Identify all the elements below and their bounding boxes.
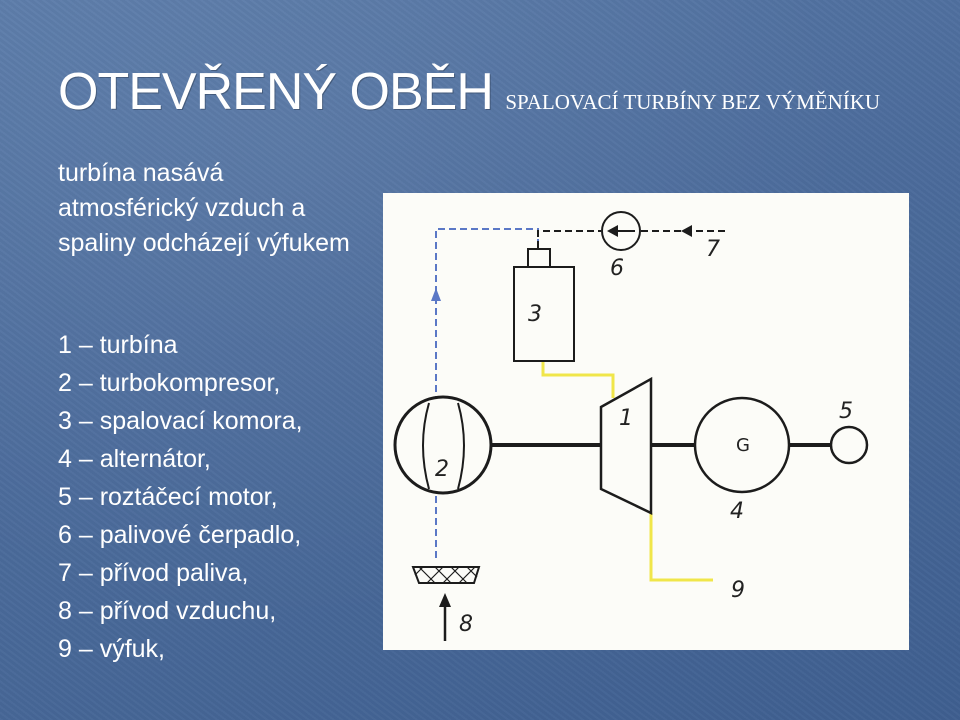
legend-item-air-supply: 8 – přívod vzduchu, [58, 597, 277, 625]
fuel-supply-arrow [681, 225, 692, 237]
legend-item-turbine: 1 – turbína [58, 331, 178, 359]
turbine [599, 376, 653, 515]
label-exhaust: 9 [731, 578, 745, 603]
starter-motor [829, 425, 869, 465]
label-air: 8 [459, 612, 473, 637]
label-alternator: 4 [730, 499, 744, 524]
title-subtitle: SPALOVACÍ TURBÍNY BEZ VÝMĚNÍKU [505, 90, 881, 114]
combustion-chamber [513, 248, 575, 362]
label-pump: 6 [610, 256, 624, 281]
air-supply-arrow [439, 593, 451, 641]
fuel-line [537, 230, 728, 248]
exhaust-line [541, 361, 713, 582]
cycle-diagram: 1 2 3 4 G 5 6 7 8 9 [383, 193, 909, 650]
legend-item-fuel-supply: 7 – přívod paliva, [58, 559, 249, 587]
pump-arrow [607, 225, 618, 237]
legend-item-fuel-pump: 6 – palivové čerpadlo, [58, 521, 302, 549]
air-filter [411, 566, 481, 584]
legend-item-exhaust: 9 – výfuk, [58, 635, 165, 663]
legend-item-alternator: 4 – alternátor, [58, 445, 211, 473]
title: OTEVŘENÝ OBĚH SPALOVACÍ TURBÍNY BEZ VÝMĚ… [58, 62, 880, 122]
label-chamber: 3 [528, 302, 542, 327]
title-main: OTEVŘENÝ OBĚH [58, 63, 494, 121]
legend-item-starter-motor: 5 – roztáčecí motor, [58, 483, 278, 511]
label-starter: 5 [839, 399, 853, 424]
legend-item-turbocompressor: 2 – turbokompresor, [58, 369, 281, 397]
turbocompressor [393, 395, 493, 495]
air-flow-arrow [431, 288, 441, 301]
legend-list: 1 – turbína 2 – turbokompresor, 3 – spal… [58, 326, 303, 668]
intro-text: turbína nasává atmosférický vzduch a spa… [58, 159, 350, 257]
legend-item-combustion-chamber: 3 – spalovací komora, [58, 407, 303, 435]
label-fuel: 7 [706, 237, 720, 262]
label-alternator-symbol: G [736, 435, 750, 456]
air-line [435, 228, 539, 558]
label-turbine: 1 [619, 406, 633, 431]
label-compressor: 2 [435, 457, 449, 482]
alternator [693, 396, 791, 494]
